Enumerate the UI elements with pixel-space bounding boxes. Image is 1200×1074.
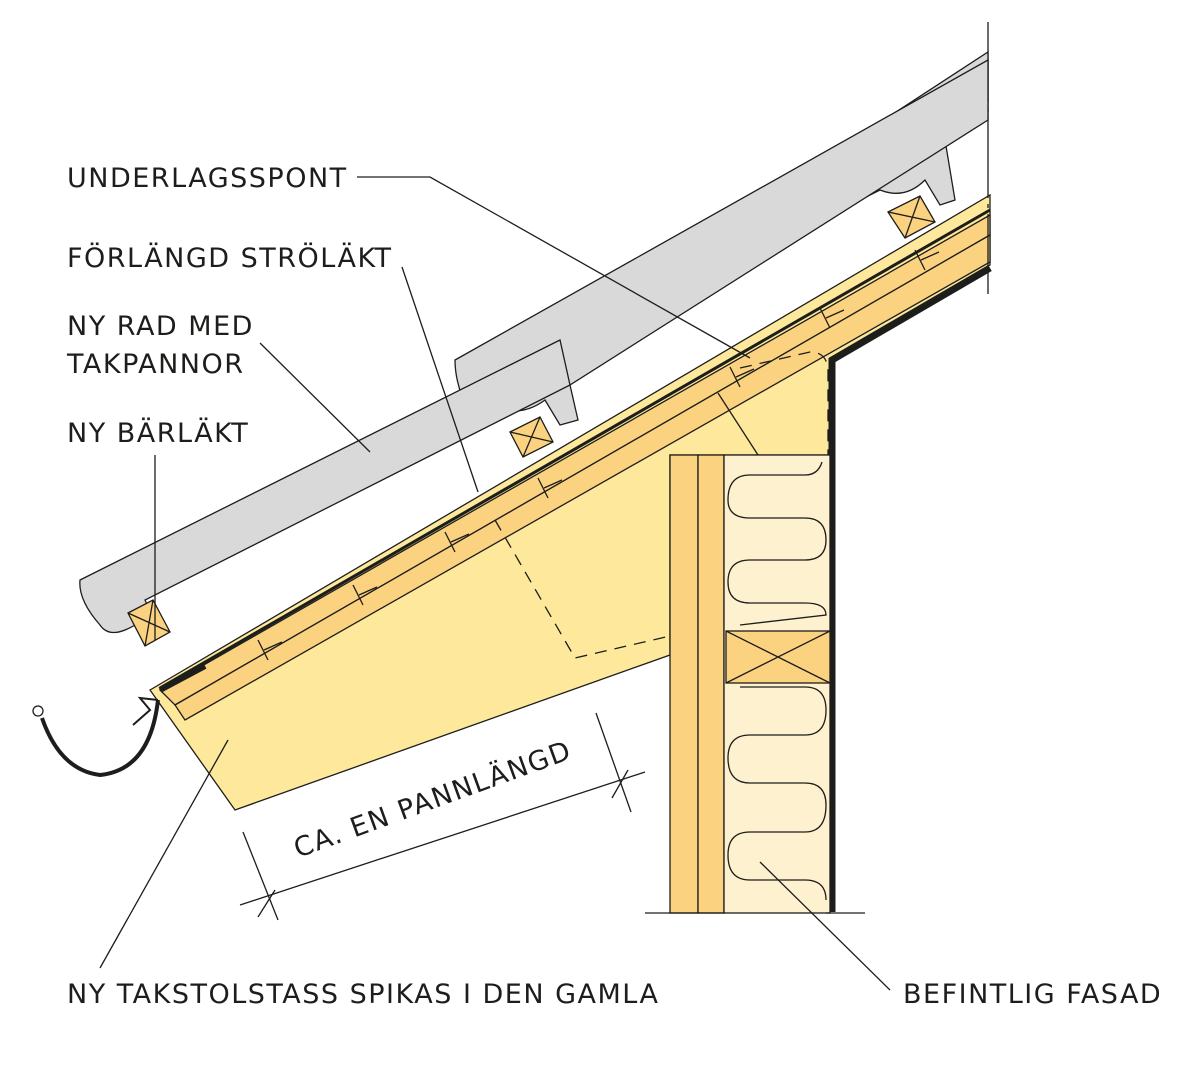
insulation-wave-upper [727,461,827,626]
underlay-membrane [159,208,991,690]
insulation-wave-lower [727,686,827,901]
batten-upper [887,195,936,239]
counter-batten-band [174,233,991,721]
label-ny-rad-line1: NY RAD MED [67,311,254,342]
wall-panel-inner [697,454,725,914]
leader-fasad [759,861,891,991]
old-rafter-outline [494,351,829,659]
batten-joints [257,249,940,661]
leader-takstolstass [99,739,229,969]
existing-ceiling-line [828,264,992,912]
wall-insulation [723,454,831,914]
membrane-end [158,663,207,693]
dimension-line [239,712,646,921]
wall-panel-outer [669,454,699,914]
leader-strolakt [401,266,479,493]
label-forlangd-strolakt: FÖRLÄNGD STRÖLÄKT [67,242,393,274]
gutter [32,696,160,778]
noggin-cross [725,630,831,684]
leader-ny-rad [259,342,371,453]
label-befintlig-fasad: BEFINTLIG FASAD [903,979,1162,1010]
label-ny-rad-line2: TAKPANNOR [66,349,245,380]
batten-lower [127,599,171,647]
label-ny-barlakt: NY BÄRLÄKT [67,417,249,449]
label-ny-takstolstass: NY TAKSTOLSTASS SPIKAS I DEN GAMLA [67,979,659,1010]
batten-middle [509,416,554,458]
leader-underlagsspont [357,176,751,359]
label-underlagsspont: UNDERLAGSSPONT [67,163,348,194]
leader-old-rafter [717,392,759,456]
tile-battens [127,195,936,647]
